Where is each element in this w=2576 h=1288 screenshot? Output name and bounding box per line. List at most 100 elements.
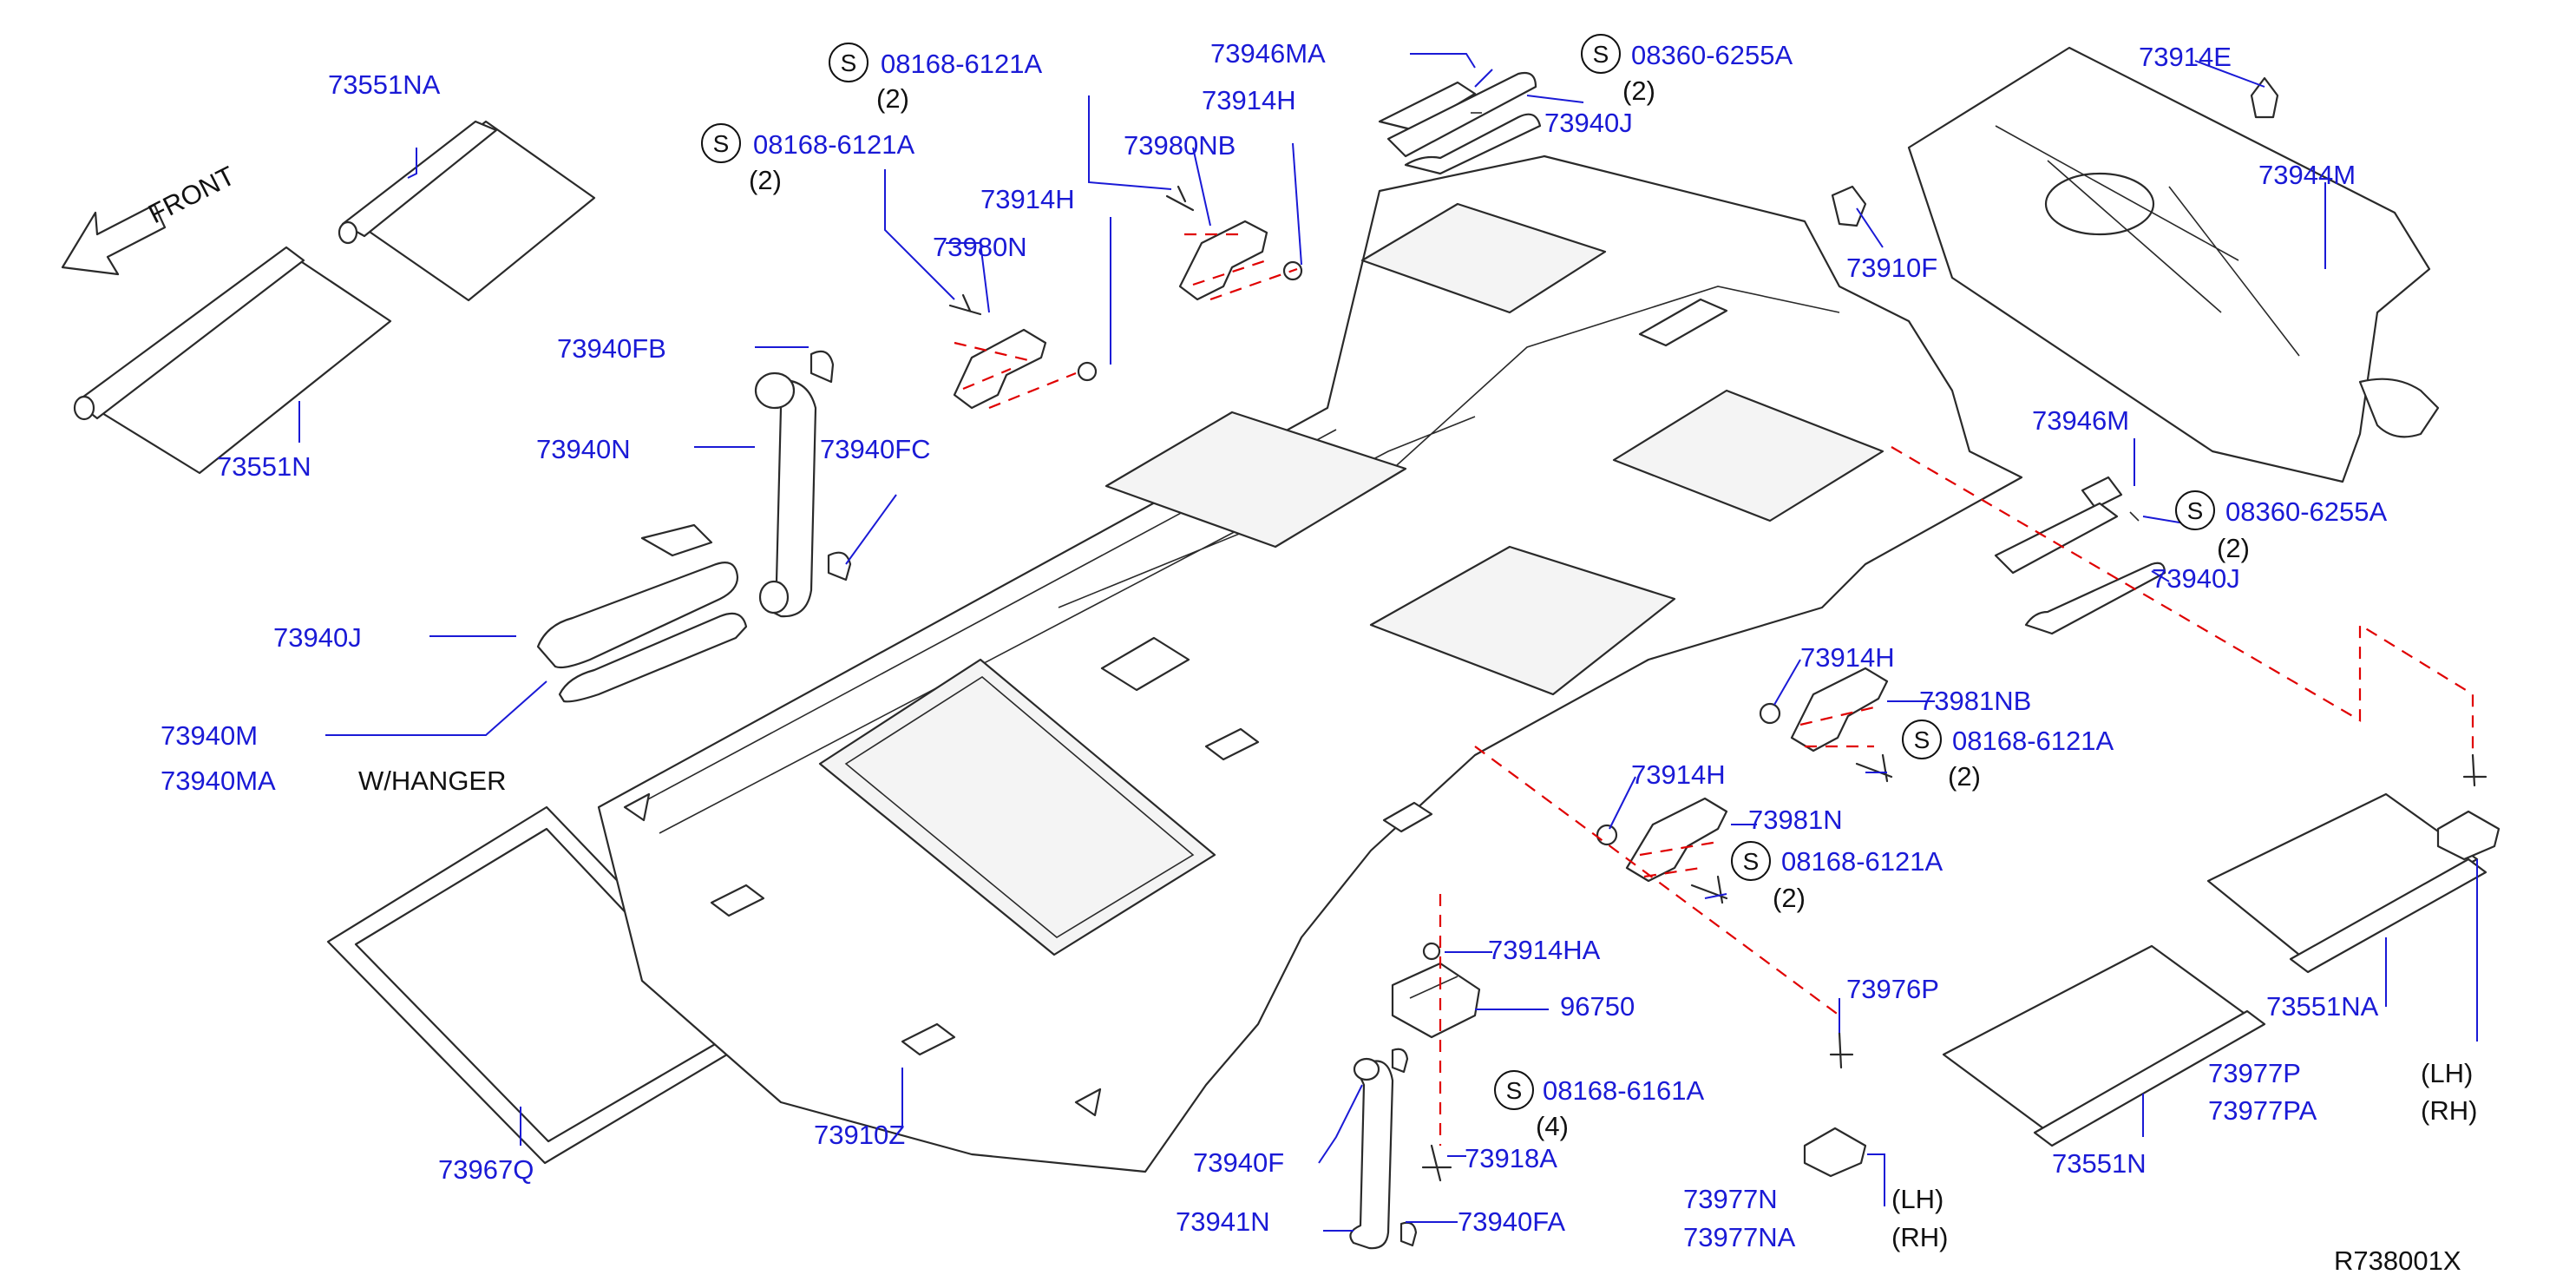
cap-73940FA xyxy=(1399,1221,1418,1247)
sunshade-73551NA-right xyxy=(2206,792,2488,974)
label-73980N: 73980N xyxy=(933,232,1027,262)
clip-73914E xyxy=(2250,76,2279,119)
assist-grip-73940J-top xyxy=(1378,71,1542,175)
qty-08360-b: (2) xyxy=(2217,533,2250,563)
label-73940FA: 73940FA xyxy=(1458,1206,1565,1237)
screw-73976P xyxy=(1829,1031,1854,1069)
part-labels: 73551NA 73551N 73940FB 73940N 73940FC 73… xyxy=(161,38,2387,1252)
clip-73914H-d xyxy=(1596,824,1618,846)
label-73977P: 73977P xyxy=(2208,1058,2301,1088)
label-08168-6121A-b: 08168-6121A xyxy=(753,129,914,160)
label-73940J-left: 73940J xyxy=(273,622,362,653)
svg-text:S: S xyxy=(2187,497,2204,524)
assist-grip-73941N xyxy=(1349,1057,1394,1250)
label-73914E: 73914E xyxy=(2139,42,2232,72)
front-label: FRONT xyxy=(143,161,239,230)
cap-73940F xyxy=(1391,1048,1409,1074)
screw-08360-b xyxy=(2129,511,2140,522)
headlining-73910Z xyxy=(597,154,2023,1173)
label-73940J-right: 73940J xyxy=(2152,563,2240,594)
label-73981N: 73981N xyxy=(1748,805,1843,835)
sunshade-73551N-left xyxy=(73,246,392,475)
svg-text:S: S xyxy=(1914,726,1930,753)
clip-73910F xyxy=(1831,185,1867,227)
clip-73914HA xyxy=(1422,942,1441,961)
label-73551N-left: 73551N xyxy=(217,451,311,482)
mounting-guides xyxy=(954,233,2474,1146)
label-73914H-b: 73914H xyxy=(1202,85,1296,115)
qty-08168-b: (2) xyxy=(749,165,782,195)
label-73977NA: 73977NA xyxy=(1683,1222,1796,1252)
qty-08168-a: (2) xyxy=(876,83,909,114)
map-lamp-96750 xyxy=(1391,962,1481,1039)
label-08168-6161A: 08168-6161A xyxy=(1543,1075,1704,1106)
label-96750: 96750 xyxy=(1560,991,1635,1022)
qty-08168-6161: (4) xyxy=(1536,1111,1569,1141)
label-73940FC: 73940FC xyxy=(820,434,931,464)
label-08168-6121A-c: 08168-6121A xyxy=(1952,726,2114,756)
label-73940FB: 73940FB xyxy=(557,333,666,364)
leader-lines xyxy=(298,53,2478,1232)
screw-08168-c xyxy=(1855,753,1893,783)
screw-08168-b xyxy=(1165,185,1195,212)
assist-grip-73940J-right xyxy=(1994,476,2166,635)
label-73967Q: 73967Q xyxy=(438,1154,534,1185)
front-arrow-icon xyxy=(61,203,167,276)
side-rh-1: (RH) xyxy=(1891,1222,1948,1252)
screw-73976P-right xyxy=(2462,753,2488,787)
label-08360-6255A-b: 08360-6255A xyxy=(2225,496,2387,527)
svg-text:S: S xyxy=(1743,848,1760,875)
quantity-labels: (2) (2) (2) (2) (2) (2) (4) xyxy=(749,76,2250,1141)
label-73946MA: 73946MA xyxy=(1210,38,1326,69)
label-73551NA-right: 73551NA xyxy=(2266,991,2379,1022)
label-73981NB: 73981NB xyxy=(1919,686,2031,716)
qty-08360-a: (2) xyxy=(1622,76,1655,106)
label-73976P: 73976P xyxy=(1846,974,1939,1004)
svg-text:S: S xyxy=(1506,1077,1523,1104)
clip-73914H-a xyxy=(1077,361,1098,382)
label-73940N: 73940N xyxy=(536,434,631,464)
label-73551N-right: 73551N xyxy=(2052,1148,2147,1179)
holder-73977N xyxy=(1803,1127,1867,1178)
bracket-73981N xyxy=(1625,797,1728,883)
label-73918A: 73918A xyxy=(1465,1143,1557,1173)
sunshade-73551N-right xyxy=(1942,944,2266,1147)
label-73946M: 73946M xyxy=(2032,405,2129,436)
bracket-73981NB xyxy=(1790,667,1889,752)
clip-73914H-c xyxy=(1759,702,1781,725)
label-08360-6255A-a: 08360-6255A xyxy=(1631,40,1793,70)
cap-73940FC xyxy=(827,551,852,582)
label-73980NB: 73980NB xyxy=(1124,130,1236,161)
assist-grip-73940J-left xyxy=(536,523,748,703)
label-73910F: 73910F xyxy=(1846,253,1937,283)
screw-08168-a xyxy=(948,293,982,316)
svg-text:S: S xyxy=(713,130,730,157)
assist-grip-73940N xyxy=(754,371,817,618)
drawing-id: R738001X xyxy=(2334,1245,2461,1276)
screw-08168-d xyxy=(1690,875,1728,904)
label-73910Z: 73910Z xyxy=(814,1120,905,1150)
label-73914HA: 73914HA xyxy=(1488,935,1601,965)
qty-08168-c: (2) xyxy=(1948,761,1981,792)
label-73940MA: 73940MA xyxy=(161,766,276,796)
holder-73977P xyxy=(2436,810,2501,861)
label-73940M: 73940M xyxy=(161,720,258,751)
bracket-73980NB xyxy=(1178,220,1268,301)
side-rh-2: (RH) xyxy=(2421,1095,2477,1126)
label-73944M: 73944M xyxy=(2258,160,2356,190)
cap-73940FB xyxy=(810,350,835,384)
side-lh-2: (LH) xyxy=(2421,1058,2473,1088)
label-73551NA-top: 73551NA xyxy=(328,69,441,100)
svg-text:S: S xyxy=(1593,41,1609,68)
label-08168-6121A-a: 08168-6121A xyxy=(881,49,1042,79)
screw-73918A xyxy=(1421,1144,1452,1182)
label-73914H-c: 73914H xyxy=(1800,642,1895,673)
label-73914H-a: 73914H xyxy=(980,184,1075,214)
label-73977PA: 73977PA xyxy=(2208,1095,2317,1126)
svg-text:S: S xyxy=(841,49,857,76)
standard-part-symbol: S S S S S S S xyxy=(701,34,2215,1110)
qty-08168-d: (2) xyxy=(1773,883,1806,913)
label-73940F: 73940F xyxy=(1193,1147,1284,1178)
sunshade-73551NA-top xyxy=(338,120,596,302)
bracket-73980N xyxy=(953,328,1047,410)
